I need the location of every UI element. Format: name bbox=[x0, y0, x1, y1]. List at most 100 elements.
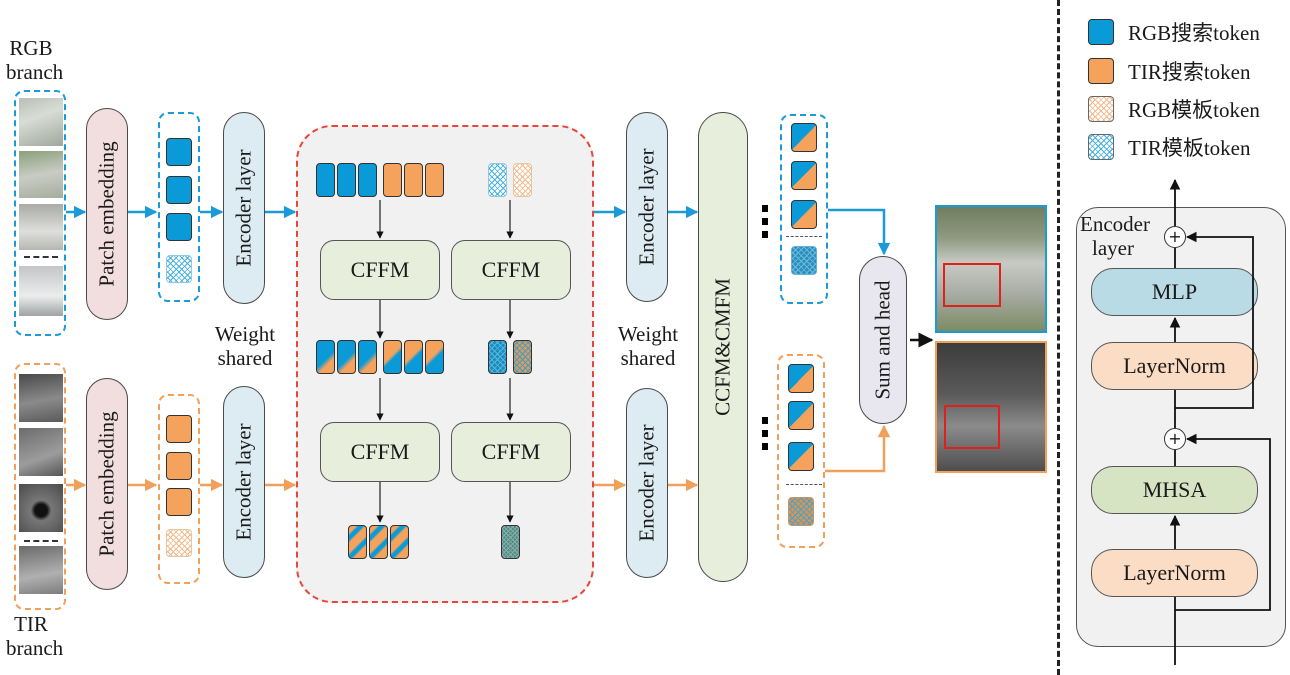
fused-tir-search-token bbox=[383, 340, 402, 374]
ellipsis-tir bbox=[762, 417, 768, 456]
tir-search-token bbox=[166, 452, 192, 480]
cffm-template-1: CFFM bbox=[451, 240, 571, 300]
fully-fused-search-token bbox=[348, 525, 367, 559]
rgb-search-token bbox=[358, 163, 377, 197]
legend-label: TIR模板token bbox=[1128, 136, 1251, 160]
rgb-encoder-layer-2: Encoder layer bbox=[626, 112, 668, 302]
fused-rgb-template-output-token bbox=[791, 246, 817, 275]
tir-search-token bbox=[404, 163, 423, 197]
tir-input-frames-group bbox=[14, 363, 66, 610]
rgb-tracking-bbox bbox=[943, 263, 1001, 307]
cffm-search-2: CFFM bbox=[320, 422, 440, 482]
rgb-frame-1 bbox=[19, 98, 63, 146]
weight-shared-label-1: Weight shared bbox=[200, 322, 290, 370]
fused-rgb-output-token bbox=[791, 200, 817, 229]
layernorm-block-2: LayerNorm bbox=[1091, 342, 1258, 390]
fused-rgb-search-token bbox=[337, 340, 356, 374]
tir-tracking-bbox bbox=[944, 405, 1000, 449]
mlp-label: MLP bbox=[1151, 279, 1198, 304]
rgb-frame-2 bbox=[19, 151, 63, 198]
cffm-template-2: CFFM bbox=[451, 422, 571, 482]
rgb-output-tokens-group bbox=[780, 114, 828, 304]
fused-rgb-search-token bbox=[358, 340, 377, 374]
rgb-encoder-layer-1: Encoder layer bbox=[223, 112, 265, 304]
fully-fused-search-token bbox=[390, 525, 409, 559]
layernorm-block-1: LayerNorm bbox=[1091, 549, 1258, 597]
rgb-branch-label-line1: RGB bbox=[9, 36, 53, 60]
rgb-frame-3 bbox=[19, 204, 63, 250]
rgb-input-frames-group bbox=[14, 90, 66, 336]
rgb-template-swatch bbox=[1088, 96, 1114, 122]
fused-rgb-search-token bbox=[316, 340, 335, 374]
rgb-patch-embedding: Patch embedding bbox=[86, 108, 128, 320]
tir-template-token bbox=[166, 529, 192, 557]
legend-label: TIR搜索token bbox=[1128, 60, 1251, 84]
weight-shared-line2: shared bbox=[217, 346, 273, 370]
layernorm-label: LayerNorm bbox=[1123, 353, 1226, 378]
tir-frame-3 bbox=[19, 484, 63, 532]
fused-rgb-output-token bbox=[791, 161, 817, 190]
fused-tir-search-token bbox=[425, 340, 444, 374]
rgb-search-token bbox=[166, 213, 192, 241]
plus-glyph: + bbox=[1168, 429, 1182, 448]
enc-residual-1 bbox=[1175, 433, 1271, 611]
tir-template-token bbox=[513, 163, 532, 197]
tir-branch-label-line2: branch bbox=[6, 636, 64, 660]
rgb-result-image bbox=[935, 205, 1047, 333]
weight-shared-line1: Weight bbox=[617, 322, 679, 346]
legend-label: RGB模板token bbox=[1128, 98, 1260, 122]
fused-tir-output-token bbox=[788, 442, 814, 471]
tir-template-swatch bbox=[1088, 134, 1114, 160]
tir-embedded-tokens-group bbox=[158, 394, 200, 584]
rgb-search-token bbox=[337, 163, 356, 197]
rgb-template-token bbox=[488, 163, 507, 197]
rgb-search-token bbox=[166, 138, 192, 166]
mlp-block: MLP bbox=[1091, 268, 1258, 316]
tir-search-swatch bbox=[1088, 58, 1114, 84]
tir-encoder-layer-1: Encoder layer bbox=[223, 386, 265, 578]
fully-fused-search-token bbox=[369, 525, 388, 559]
rgb-search-swatch bbox=[1088, 19, 1114, 45]
fused-tir-output-token bbox=[788, 364, 814, 393]
tir-arrow-tokens-to-head bbox=[825, 424, 891, 473]
tir-frame-1 bbox=[19, 374, 63, 422]
fused-tir-search-token bbox=[404, 340, 423, 374]
cffm-search-1: CFFM bbox=[320, 240, 440, 300]
section-divider bbox=[1057, 0, 1060, 675]
weight-shared-label-2: Weight shared bbox=[598, 322, 698, 370]
rgb-search-token bbox=[166, 176, 192, 204]
rgb-search-token bbox=[316, 163, 335, 197]
ccfm-cmfm-module: CCFM&CMFM bbox=[698, 112, 748, 582]
tir-frame-2 bbox=[19, 428, 63, 476]
fused-tir-output-token bbox=[788, 401, 814, 430]
weight-shared-line2: shared bbox=[620, 346, 676, 370]
legend-item-tir-template: TIR模板token bbox=[1088, 132, 1250, 162]
tir-branch-label-line1: TIR bbox=[14, 612, 48, 636]
rgb-frame-separator bbox=[24, 256, 58, 258]
fused-rgb-output-token bbox=[791, 123, 817, 152]
cffm-label: CFFM bbox=[350, 257, 410, 282]
fully-fused-template-token bbox=[501, 525, 520, 559]
tir-encoder-layer-2: Encoder layer bbox=[626, 388, 668, 578]
ellipsis-rgb bbox=[762, 205, 768, 244]
rgb-branch-label: RGB branch bbox=[6, 36, 64, 84]
rgb-embedded-tokens-group bbox=[158, 112, 200, 302]
legend-item-rgb-search: RGB搜索token bbox=[1088, 17, 1260, 47]
tir-frame-4 bbox=[19, 546, 63, 594]
residual-add-icon: + bbox=[1164, 226, 1186, 248]
legend-label: RGB搜索token bbox=[1128, 21, 1260, 45]
rgb-template-token bbox=[166, 255, 192, 283]
sum-and-head-module: Sum and head bbox=[859, 256, 907, 424]
tir-output-separator bbox=[786, 484, 822, 485]
tir-search-token bbox=[166, 488, 192, 516]
tir-search-token bbox=[166, 415, 192, 443]
rgb-frame-4 bbox=[19, 266, 63, 316]
rgb-branch-label-line2: branch bbox=[6, 60, 64, 84]
tir-search-token bbox=[383, 163, 402, 197]
tir-output-tokens-group bbox=[777, 354, 825, 548]
legend-item-tir-search: TIR搜索token bbox=[1088, 56, 1250, 86]
cffm-label: CFFM bbox=[350, 439, 410, 464]
enc-residual-2 bbox=[1175, 231, 1254, 409]
encoder-detail-title: Encoder layer bbox=[1080, 212, 1160, 260]
